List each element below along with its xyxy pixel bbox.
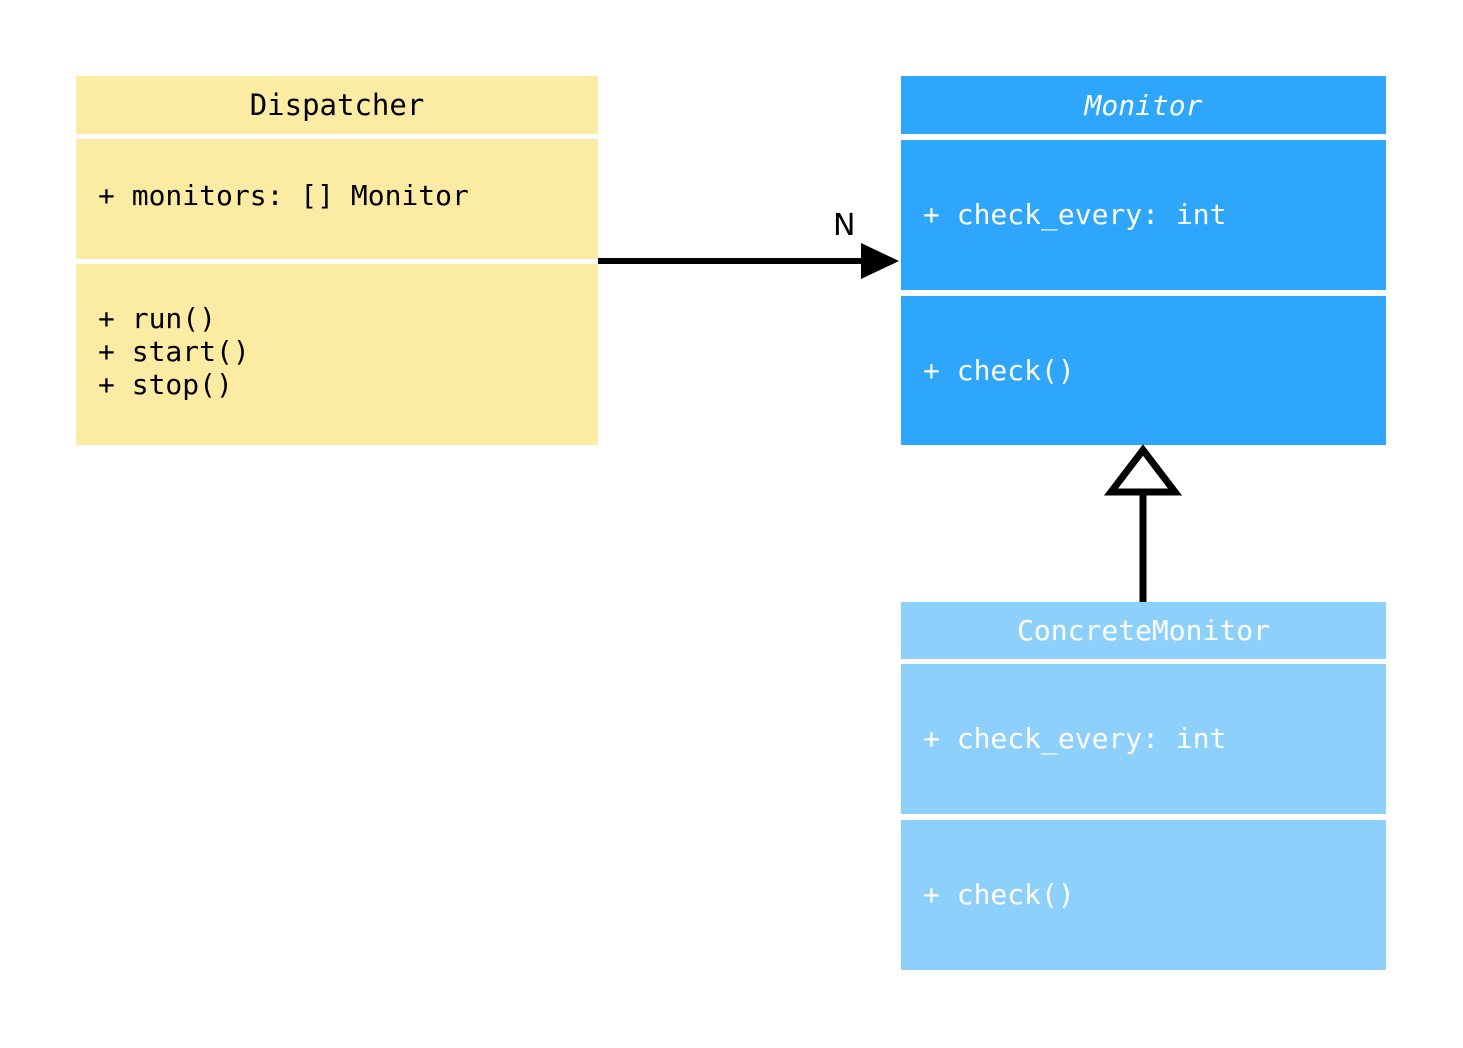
attributes-compartment-concretemonitor: + check_every: int: [901, 664, 1386, 814]
attribute-row: + monitors: [] Monitor: [98, 179, 469, 212]
attributes-compartment-monitor: + check_every: int: [901, 140, 1386, 290]
compartment-divider: [901, 290, 1386, 296]
method-row: + stop(): [98, 368, 233, 402]
compartment-divider: [76, 134, 598, 139]
methods-compartment-monitor: + check(): [901, 296, 1386, 445]
methods-compartment-concretemonitor: + check(): [901, 820, 1386, 970]
filled-triangle-arrowhead-icon: [861, 243, 899, 279]
compartment-divider: [901, 659, 1386, 664]
method-row: + check(): [923, 354, 1075, 387]
method-row: + check(): [923, 878, 1075, 911]
compartment-divider: [76, 259, 598, 264]
attribute-row: + check_every: int: [923, 722, 1227, 755]
hollow-triangle-arrowhead-icon: [1103, 444, 1183, 496]
method-row: + run(): [98, 302, 217, 335]
class-title-monitor: Monitor: [901, 76, 1386, 134]
association-multiplicity-label: N: [833, 208, 856, 243]
compartment-divider: [901, 814, 1386, 820]
uml-class-dispatcher[interactable]: Dispatcher + monitors: [] Monitor + run(…: [76, 76, 598, 445]
generalization-concretemonitor-monitor[interactable]: [1103, 444, 1183, 602]
compartment-divider: [901, 134, 1386, 140]
methods-compartment-dispatcher: + run() + start() + stop(): [76, 264, 598, 445]
attributes-compartment-dispatcher: + monitors: [] Monitor: [76, 139, 598, 259]
attribute-row: + check_every: int: [923, 198, 1227, 231]
method-row: + start(): [98, 335, 250, 369]
class-title-concretemonitor: ConcreteMonitor: [901, 602, 1386, 659]
uml-class-monitor[interactable]: Monitor + check_every: int + check(): [901, 76, 1386, 445]
class-title-dispatcher: Dispatcher: [76, 76, 598, 134]
association-dispatcher-monitor[interactable]: [598, 243, 899, 279]
uml-class-concretemonitor[interactable]: ConcreteMonitor + check_every: int + che…: [901, 602, 1386, 970]
